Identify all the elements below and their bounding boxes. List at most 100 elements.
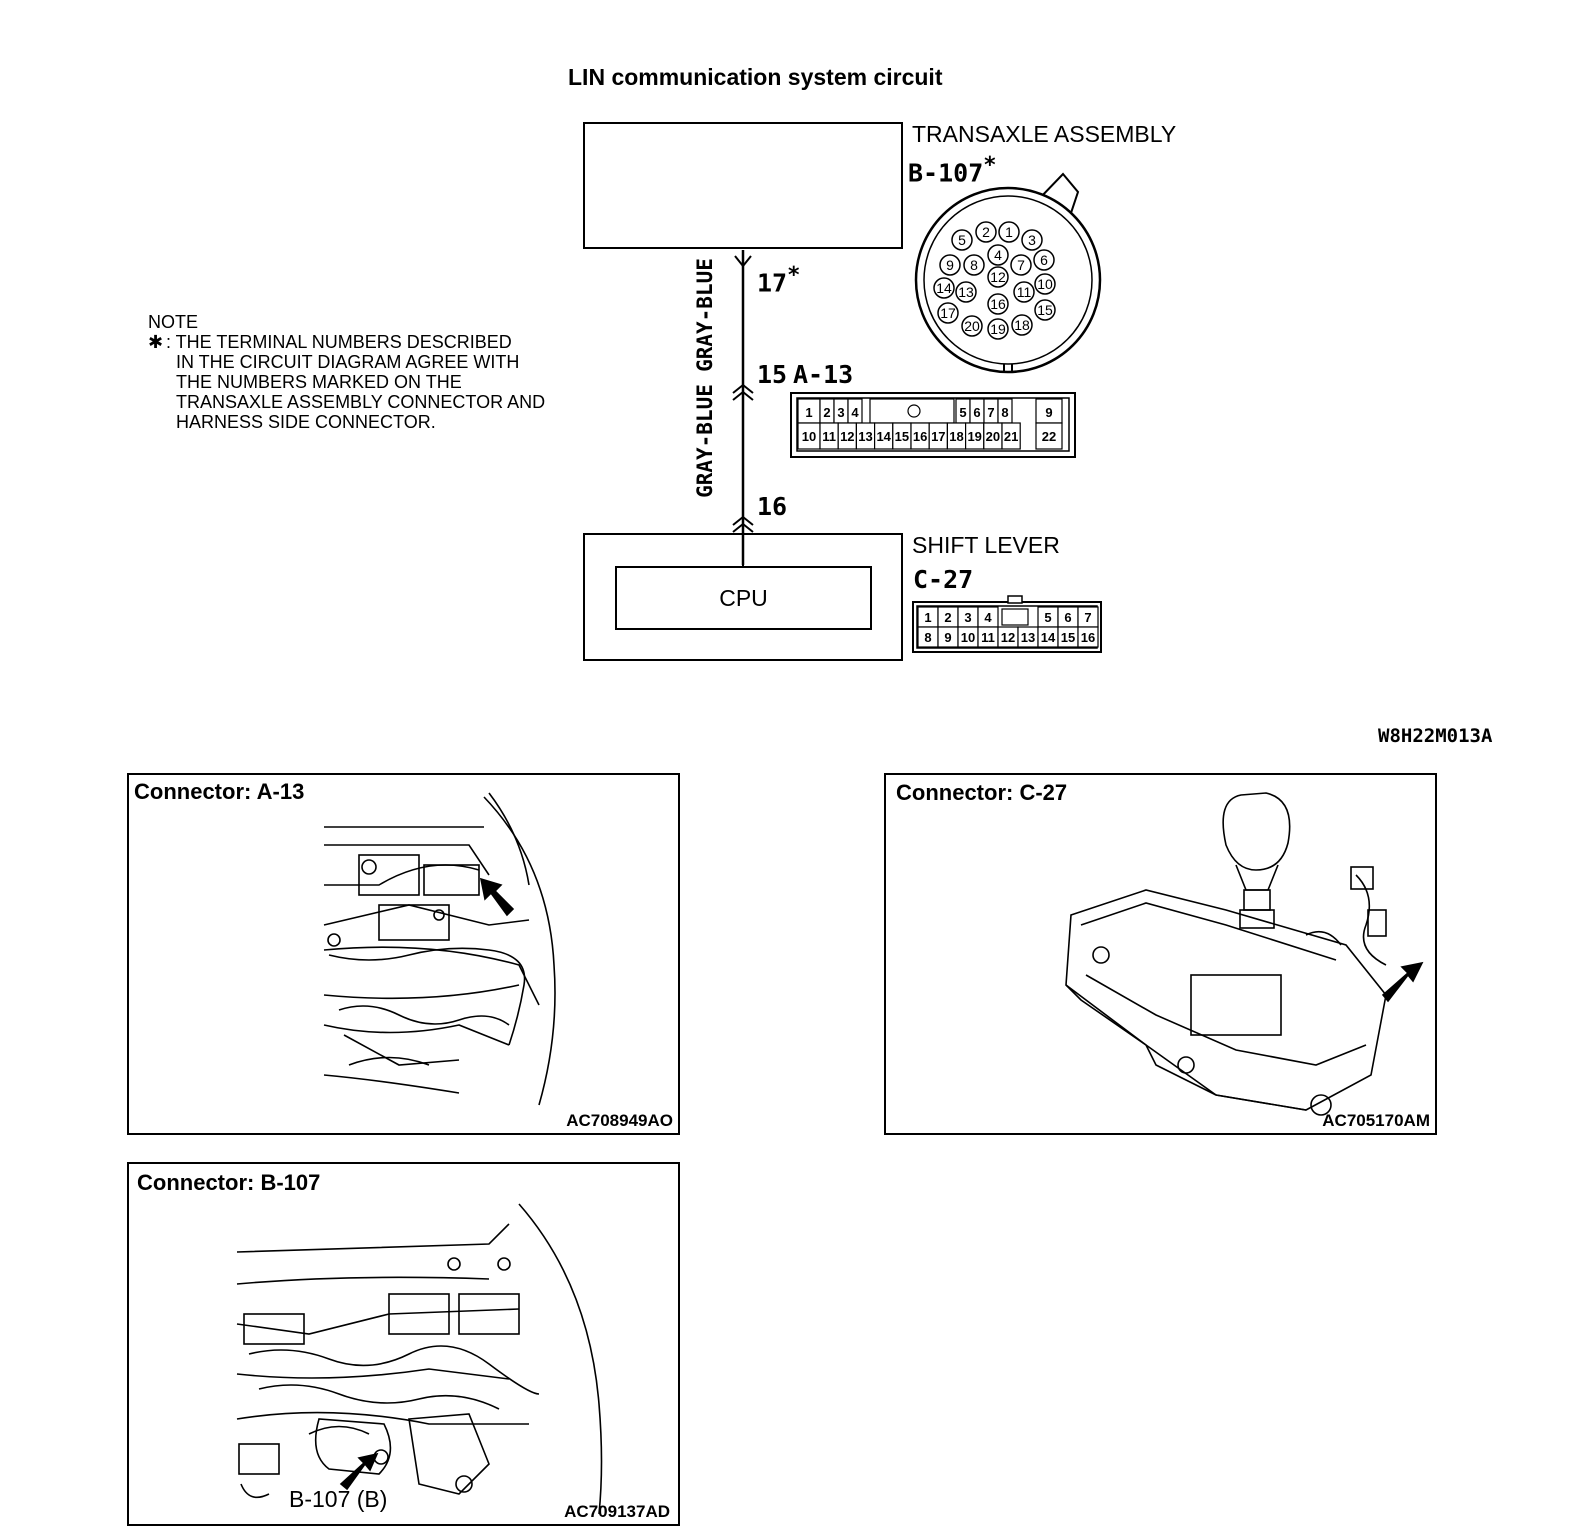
note-line: TRANSAXLE ASSEMBLY CONNECTOR AND <box>176 392 546 412</box>
b107-pin-number: 5 <box>958 232 966 248</box>
c27-pin-cell <box>1077 626 1099 648</box>
a13-pin-cell <box>1001 422 1021 450</box>
c27-pin-number: 11 <box>981 630 995 645</box>
engine-bay-illustration <box>236 1203 603 1515</box>
c27-pin-number: 5 <box>1044 610 1051 625</box>
a13-pin-number: 5 <box>959 405 966 420</box>
a13-pin-number: 20 <box>986 429 1000 444</box>
a13-pin-number: 14 <box>876 429 891 444</box>
b107-pin <box>955 281 977 303</box>
b107-pin-number: 1 <box>1005 224 1013 240</box>
b107-pin-number: 3 <box>1028 232 1036 248</box>
shift-lever-label: SHIFT LEVER <box>912 532 1060 558</box>
b107-pin-number: 16 <box>990 296 1006 312</box>
b107-pin <box>987 293 1009 315</box>
b107-callout: B-107 (B) <box>289 1486 388 1512</box>
b107-pin-number: 11 <box>1017 284 1032 300</box>
diagram-title: LIN communication system circuit <box>568 64 943 90</box>
c27-pin-number: 2 <box>944 610 951 625</box>
b107-pin <box>1021 229 1043 251</box>
circuit-wire <box>732 250 754 565</box>
a13-pin-number: 22 <box>1042 429 1056 444</box>
b107-pin-number: 17 <box>940 305 956 321</box>
b107-label: B-107* <box>908 153 997 188</box>
a13-pin-number: 3 <box>837 405 844 420</box>
a13-pin-number: 12 <box>840 429 854 444</box>
a13-pin-number: 21 <box>1004 429 1018 444</box>
transaxle-assembly-label: TRANSAXLE ASSEMBLY <box>912 121 1177 147</box>
star-marker: * <box>787 263 801 288</box>
a13-pin-number: 1 <box>805 405 812 420</box>
b107-pin-number: 8 <box>970 257 978 273</box>
b107-pin <box>1013 281 1035 303</box>
shift-lever-illustration <box>1065 792 1424 1116</box>
a13-pin-number: 15 <box>895 429 909 444</box>
c27-pin-number: 14 <box>1041 630 1056 645</box>
b107-pin <box>961 315 983 337</box>
c27-pin-number: 12 <box>1001 630 1015 645</box>
b107-pin <box>1010 254 1032 276</box>
panel-a13-code: AC708949AO <box>566 1111 673 1130</box>
a13-label: A-13 <box>793 360 854 389</box>
b107-pin <box>987 266 1009 288</box>
b107-pin <box>933 277 955 299</box>
cpu-wire-stub <box>742 533 744 566</box>
a13-pin-number: 4 <box>851 405 859 420</box>
b107-pin-number: 10 <box>1037 276 1053 292</box>
note-line: HARNESS SIDE CONNECTOR. <box>176 412 436 432</box>
b107-pin <box>998 221 1020 243</box>
b107-pin-number: 19 <box>990 321 1006 337</box>
b107-pin <box>939 254 961 276</box>
panel-connector-b107: Connector: B-107 B-107 (B) AC709137AD <box>127 1162 680 1526</box>
a13-pin-number: 13 <box>858 429 872 444</box>
b107-pin-number: 2 <box>982 224 990 240</box>
note-line: THE NUMBERS MARKED ON THE <box>176 372 462 392</box>
note-block: NOTE ✱ : THE TERMINAL NUMBERS DESCRIBED … <box>148 312 545 432</box>
b107-pin-number: 12 <box>990 269 1006 285</box>
b107-pin-number: 6 <box>1040 252 1048 268</box>
b107-pin <box>1033 249 1055 271</box>
cpu-label: CPU <box>719 584 768 611</box>
panel-b107-title: Connector: B-107 <box>137 1170 321 1195</box>
a13-pin-number: 19 <box>967 429 981 444</box>
c27-pin-number: 15 <box>1061 630 1075 645</box>
a13-pin-number: 10 <box>802 429 816 444</box>
b107-pin <box>987 244 1009 266</box>
panel-c27-title: Connector: C-27 <box>896 780 1068 805</box>
cpu-box: CPU <box>615 566 872 630</box>
transaxle-assembly-box <box>583 122 903 249</box>
terminal-16-label: 16 <box>757 492 788 521</box>
b107-pin <box>987 318 1009 340</box>
c27-pin-number: 13 <box>1021 630 1035 645</box>
star-marker: * <box>983 153 997 178</box>
a13-pin-number: 17 <box>931 429 945 444</box>
b107-pin <box>963 254 985 276</box>
a13-pin-number: 8 <box>1001 405 1008 420</box>
c27-pin-number: 9 <box>944 630 951 645</box>
b107-pin <box>951 229 973 251</box>
note-marker: ✱ <box>148 332 164 352</box>
a13-pin-number: 9 <box>1045 405 1052 420</box>
b107-pin-number: 20 <box>964 318 980 334</box>
b107-pin <box>937 302 959 324</box>
c27-pin-number: 16 <box>1081 630 1095 645</box>
c27-pin-number: 6 <box>1064 610 1071 625</box>
terminal-17-label: 17* <box>757 263 801 298</box>
panel-a13-title: Connector: A-13 <box>134 779 305 804</box>
a13-pin-cell <box>1035 422 1063 450</box>
note-line: : THE TERMINAL NUMBERS DESCRIBED <box>166 332 512 352</box>
c27-pin-number: 10 <box>961 630 975 645</box>
a13-pin-number: 16 <box>913 429 927 444</box>
drawing-code: W8H22M013A <box>1378 725 1493 747</box>
panel-connector-c27: Connector: C-27 AC705170AM <box>884 773 1437 1135</box>
a13-pin-number: 2 <box>823 405 830 420</box>
panel-b107-code: AC709137AD <box>564 1502 670 1521</box>
b107-pin <box>1034 299 1056 321</box>
b107-pin-number: 4 <box>994 247 1002 263</box>
b107-pin-number: 14 <box>936 280 952 296</box>
note-line: IN THE CIRCUIT DIAGRAM AGREE WITH <box>176 352 520 372</box>
b107-pin <box>1034 273 1056 295</box>
c27-pin-number: 1 <box>924 610 931 625</box>
